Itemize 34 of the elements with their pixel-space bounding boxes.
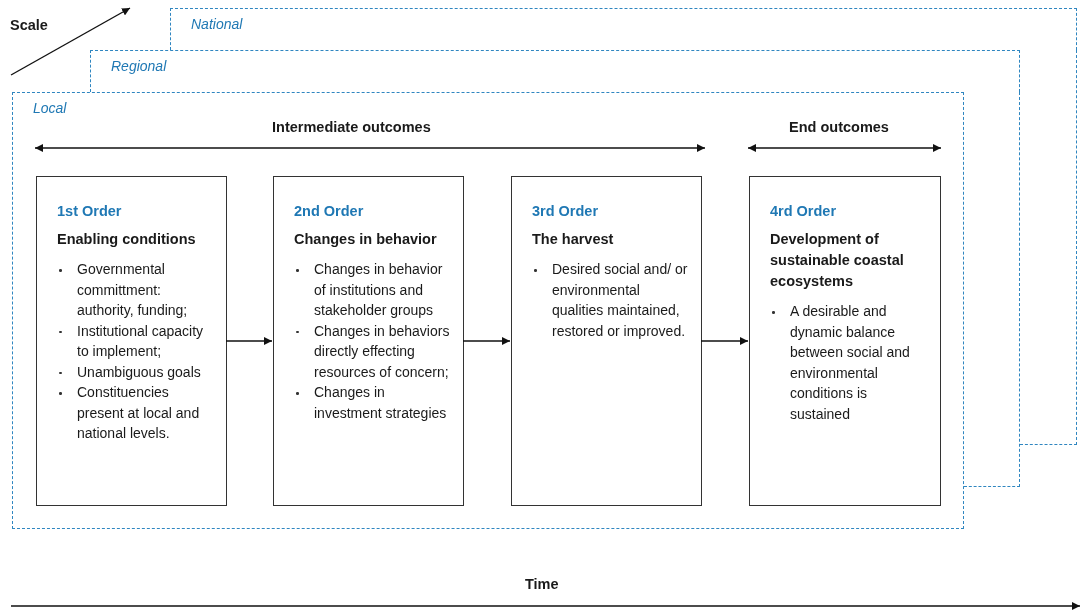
bullet-text: Changes in behaviors directly effecting resources of concern; [314, 321, 451, 382]
bullet-text: A desirable and dynamic balance between social and environmental conditions is sustained [790, 302, 911, 424]
axis-label: Scale [10, 17, 48, 33]
frame-title: Local [33, 100, 67, 116]
box-heading: Changes in behavior [294, 230, 438, 249]
axis-label: Time [525, 576, 559, 592]
arrow [225, 337, 273, 345]
bullet-text: Changes in investment strategies [314, 383, 448, 423]
process-box [36, 176, 227, 506]
bullet-text: Governmental committment: authority, funding; [77, 260, 189, 320]
bullet-text: Constituencies present at local and national levels. [77, 383, 201, 443]
process-box [273, 176, 464, 506]
bullet-text: Desired social and/ or environmental qualities maintained, restored or improved. [552, 260, 689, 341]
axis-label: Intermediate outcomes [272, 119, 431, 135]
frame-title: Regional [111, 58, 167, 74]
order-heading: 2nd Order [294, 203, 365, 219]
bullet-text: Institutional capacity to implement; [77, 321, 205, 361]
box-heading: The harvest [532, 230, 615, 249]
order-heading: 3rd Order [532, 203, 600, 219]
arrow [700, 337, 749, 345]
box-heading: Development of sustainable coastal ecosystems [770, 230, 905, 291]
bullet-text: Changes in behavior of institutions and stakeholder groups [314, 260, 444, 320]
order-heading: 4rd Order [770, 203, 838, 219]
dashed-frame [12, 92, 964, 529]
frame-title: National [191, 16, 243, 32]
order-heading: 1st Order [57, 203, 123, 219]
arrow [462, 337, 511, 345]
bullet-text: Unambiguous goals [77, 362, 202, 382]
process-box [749, 176, 941, 506]
dashed-frame [170, 8, 1077, 50]
box-heading: Enabling conditions [57, 230, 197, 249]
dashed-frame [90, 50, 1020, 92]
process-box [511, 176, 702, 506]
axis-label: End outcomes [789, 119, 889, 135]
